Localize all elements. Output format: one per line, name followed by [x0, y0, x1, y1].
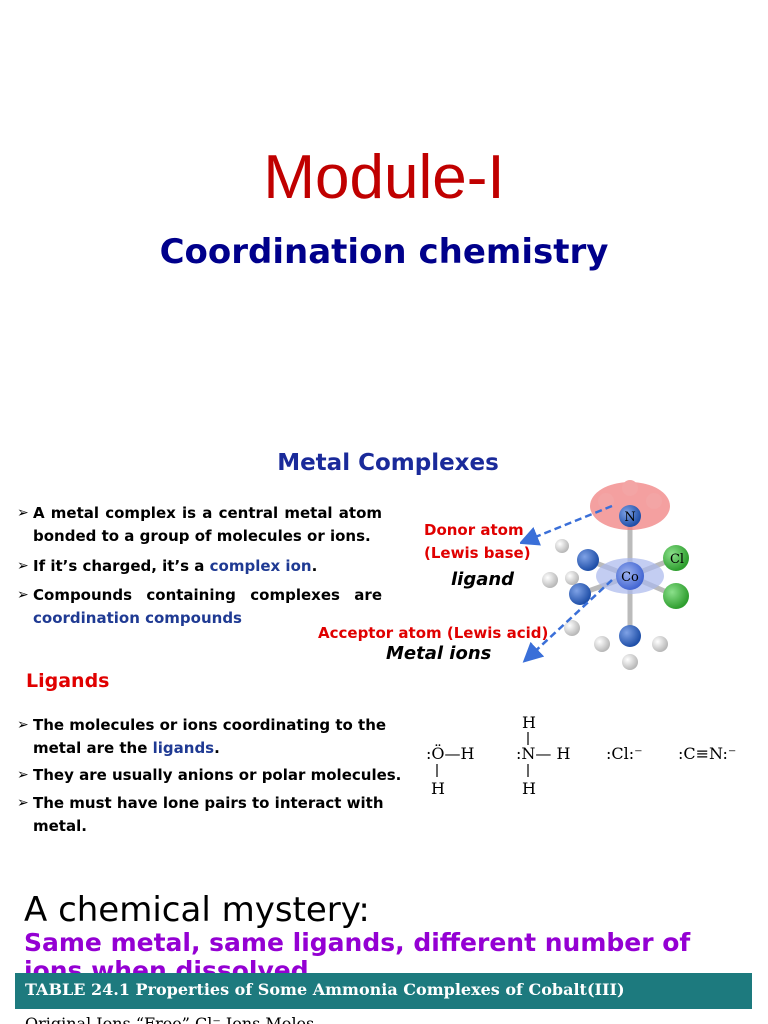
lewis-base-label: (Lewis base) — [424, 544, 531, 562]
cobalt-atom — [616, 562, 644, 590]
nitrogen-atom — [619, 625, 641, 647]
bullet-text: A metal complex is a central metal atom … — [33, 504, 382, 545]
pointer-arrows — [520, 504, 613, 663]
bullet-text-end: . — [311, 557, 318, 575]
metal-ions-label: Metal ions — [386, 643, 492, 664]
acceptor-arrow — [522, 579, 613, 663]
page-title: Module-I — [263, 143, 505, 212]
hydrogen-atom — [652, 636, 668, 652]
bullet-lone-pairs: ➢ The must have lone pairs to interact w… — [17, 792, 433, 838]
donor-atom-label: Donor atom — [424, 521, 524, 539]
lewis-structures: :Ö—H H H :N— H H :Cl:⁻ :C≡N:⁻ — [426, 713, 736, 798]
arrow-bullet-icon: ➢ — [17, 505, 29, 521]
hydrogen-atom — [565, 571, 579, 585]
bullet-complex-ion: ➢ If it’s charged, it’s a complex ion. — [17, 555, 382, 578]
donor-arrow — [520, 504, 613, 546]
mystery-subheading: Same metal, same ligands, different numb… — [24, 929, 691, 973]
bullet-ligand-types: ➢ They are usually anions or polar molec… — [17, 764, 423, 787]
hydrogen-atom — [564, 620, 580, 636]
hydrogen-atom — [646, 493, 662, 509]
nitrogen-atom — [577, 549, 599, 571]
nitrogen-atom — [569, 583, 591, 605]
table-title: TABLE 24.1 Properties of Some Ammonia Co… — [25, 980, 625, 999]
bullet-coordination-compounds: ➢ Compounds containing complexes are coo… — [17, 584, 382, 630]
page-subtitle: Coordination chemistry — [159, 232, 609, 272]
hydrogen-atom — [622, 654, 638, 670]
acceptor-atom-label: Acceptor atom (Lewis acid) — [318, 624, 549, 642]
metal-complex-model-diagram: N Co Cl — [542, 480, 689, 670]
hydrogen-atom — [555, 539, 569, 553]
ligands-heading: Ligands — [26, 670, 110, 692]
atom-label-cl: Cl — [670, 552, 684, 567]
hydrogen-atom — [594, 636, 610, 652]
mystery-heading: A chemical mystery: — [24, 890, 370, 930]
bullet-ligand-definition: ➢ The molecules or ions coordinating to … — [17, 714, 423, 760]
bullet-text: The molecules or ions coordinating to th… — [33, 716, 387, 757]
water-h-text: H — [431, 779, 445, 798]
arrow-bullet-icon: ➢ — [17, 717, 29, 733]
ammonia-h-top: H — [522, 713, 536, 732]
bullet-text-end: . — [214, 739, 220, 757]
metal-complexes-heading: Metal Complexes — [277, 450, 499, 476]
coordination-compounds-term: coordination compounds — [33, 609, 242, 627]
water-oh-text: :Ö—H — [426, 743, 475, 763]
arrow-bullet-icon: ➢ — [17, 558, 29, 574]
chloride-text: :Cl:⁻ — [606, 744, 643, 763]
ammonia-n-text: :N— H — [516, 744, 570, 763]
bullet-text: They are usually anions or polar molecul… — [33, 766, 402, 784]
arrow-bullet-icon: ➢ — [17, 767, 29, 783]
bullet-text: If it’s charged, it’s a — [33, 557, 210, 575]
hydrogen-atom — [598, 493, 614, 509]
hydrogen-atom — [542, 572, 558, 588]
bullet-text: Compounds containing complexes are — [33, 586, 382, 604]
arrow-bullet-icon: ➢ — [17, 795, 29, 811]
atom-label-co: Co — [621, 570, 639, 585]
ligand-label: ligand — [451, 569, 515, 590]
bullet-text: The must have lone pairs to interact wit… — [33, 794, 384, 835]
arrow-bullet-icon: ➢ — [17, 587, 29, 603]
table-title-bar — [15, 973, 752, 1009]
ligands-term: ligands — [152, 739, 215, 757]
atom-label-n: N — [624, 510, 635, 525]
hydrogen-atom — [622, 480, 638, 496]
nitrogen-atom — [619, 505, 641, 527]
complex-ion-term: complex ion — [209, 557, 312, 575]
chlorine-atom — [663, 545, 689, 571]
table-header-row: Original Ions “Free” Cl⁻ Ions Moles — [25, 1014, 315, 1024]
ammonia-h-bottom: H — [522, 779, 536, 798]
chlorine-atom — [663, 583, 689, 609]
bullet-metal-complex-definition: ➢ A metal complex is a central metal ato… — [17, 502, 382, 548]
cyanide-text: :C≡N:⁻ — [678, 744, 736, 763]
